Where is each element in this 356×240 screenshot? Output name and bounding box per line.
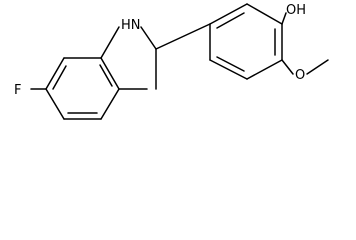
bond: [209, 59, 248, 80]
hydroxyl-label: OH: [286, 3, 306, 18]
ether-oxygen-label: O: [295, 68, 305, 83]
bond: [45, 88, 65, 120]
bond: [209, 3, 248, 25]
ring-to-nitrogen-bond: [100, 26, 120, 59]
bond: [100, 57, 120, 90]
ch-to-ring-bond: [155, 23, 211, 50]
double-bond-inner: [52, 65, 67, 90]
left-benzene-ring: [45, 57, 120, 120]
double-bond-inner: [99, 64, 113, 87]
methoxy-bond: [281, 59, 294, 75]
bond: [246, 3, 283, 25]
fluorine-label: F: [14, 83, 21, 98]
hydroxyl-bond: [281, 12, 287, 25]
double-bond-inner: [216, 12, 245, 29]
molecule-structure: F HN OH O: [14, 3, 329, 120]
structure-canvas: F HN OH O: [14, 3, 329, 120]
bond: [45, 57, 65, 90]
nitrogen-to-ch-bond: [140, 26, 157, 50]
right-benzene-ring: [209, 3, 283, 80]
bond: [100, 88, 120, 120]
double-bond-inner: [216, 56, 245, 72]
methoxy-methyl-bond: [306, 59, 329, 75]
amine-label: HN: [121, 18, 141, 33]
bond: [246, 59, 283, 80]
